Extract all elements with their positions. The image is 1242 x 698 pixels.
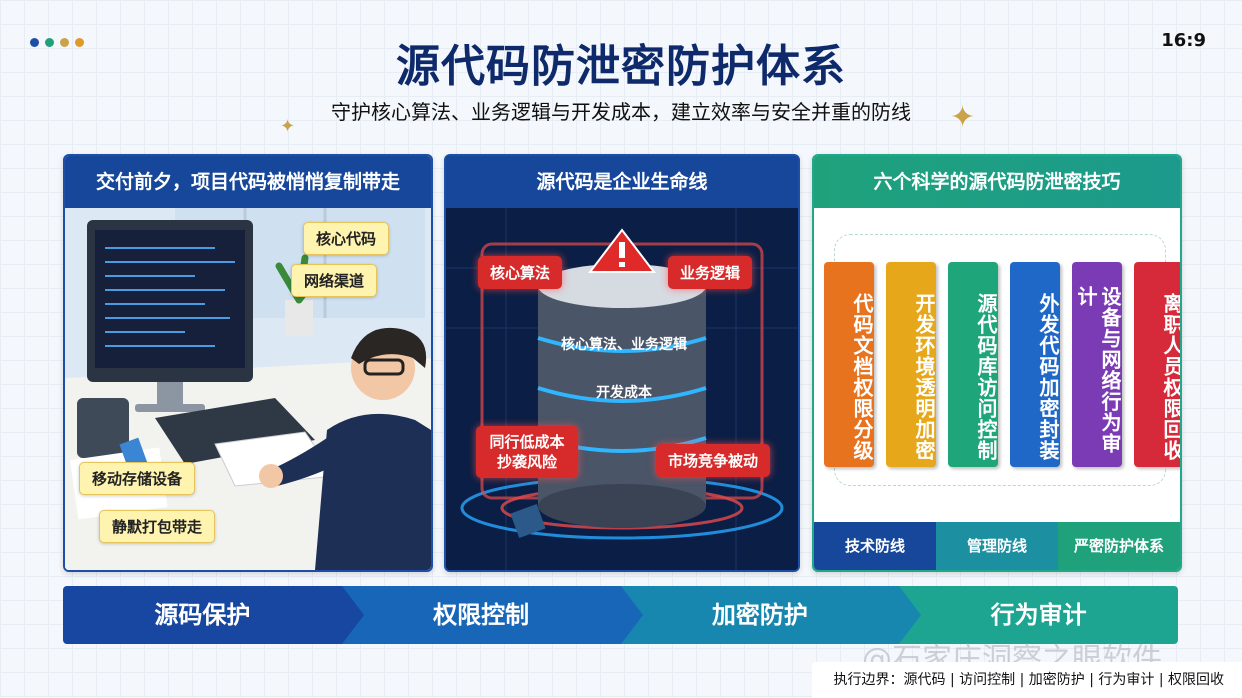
step-source-protection: 源码保护 (63, 586, 364, 644)
chevron-right-icon (899, 586, 922, 644)
tip-card-4: 外发代码加密封装 (1010, 262, 1060, 467)
office-scene-illustration: 核心代码 网络渠道 移动存储设备 静默打包带走 (65, 208, 431, 570)
defense-bar: 技术防线 管理防线 严密防护体系 (814, 522, 1180, 570)
step-label: 源码保护 (154, 601, 251, 629)
tag-core-algorithm: 核心算法 (478, 256, 563, 289)
tag-network-channel: 网络渠道 (291, 264, 378, 297)
dot-3 (60, 38, 69, 47)
dot-2 (45, 38, 54, 47)
panel-lifeline: 源代码是企业生命线 核心算法 业务逻辑 核心算法、业务逻辑 开发成本 同行低成本… (444, 154, 800, 572)
sparkle-icon: ✦ (280, 116, 296, 137)
step-permission-control: 权限控制 (341, 586, 643, 644)
panel-title: 源代码是企业生命线 (446, 156, 798, 208)
defense-management: 管理防线 (936, 522, 1058, 570)
page-title: 源代码防泄密防护体系 (396, 41, 846, 92)
tip-card-3: 源代码库访问控制 (948, 262, 998, 467)
tag-silent-package: 静默打包带走 (99, 510, 216, 543)
dot-4 (75, 38, 84, 47)
panel-title: 交付前夕，项目代码被悄悄复制带走 (65, 156, 431, 208)
sparkle-icon: ✦ (950, 100, 976, 135)
step-encryption: 加密防护 (620, 586, 922, 644)
tag-copy-risk: 同行低成本抄袭风险 (476, 426, 578, 478)
panel-six-tips: 六个科学的源代码防泄密技巧 代码文档权限分级 开发环境透明加密 源代码库访问控制… (812, 154, 1182, 572)
defense-technical: 技术防线 (814, 522, 936, 570)
tag-removable-storage: 移动存储设备 (79, 462, 196, 495)
step-label: 权限控制 (433, 601, 530, 629)
footer-boundary: 执行边界：源代码 | 访问控制 | 加密防护 | 行为审计 | 权限回收 (812, 662, 1242, 698)
defense-system: 严密防护体系 (1058, 522, 1180, 570)
aspect-ratio-label: 16:9 (1161, 30, 1206, 51)
tip-card-5: 设备与网络行为审计 (1072, 262, 1122, 467)
tip-card-1: 代码文档权限分级 (824, 262, 874, 467)
step-behavior-audit: 行为审计 (899, 586, 1178, 644)
label-dev-cost: 开发成本 (596, 385, 652, 401)
label-core-logic: 核心算法、业务逻辑 (561, 337, 687, 353)
tag-business-logic: 业务逻辑 (668, 256, 753, 289)
dot-1 (30, 38, 39, 47)
step-label: 行为审计 (990, 601, 1087, 629)
panel-title: 六个科学的源代码防泄密技巧 (814, 156, 1180, 208)
page-subtitle: 守护核心算法、业务逻辑与开发成本，建立效率与安全并重的防线 (331, 100, 911, 124)
chevron-right-icon (341, 586, 364, 644)
step-label: 加密防护 (711, 601, 808, 629)
process-steps: 源码保护 权限控制 加密防护 行为审计 (63, 586, 1178, 644)
panel-leak-scenario: 交付前夕，项目代码被悄悄复制带走 (63, 154, 433, 572)
decorative-dots (30, 38, 84, 47)
tag-core-code: 核心代码 (303, 222, 390, 255)
tag-market-passive: 市场竞争被动 (656, 444, 771, 477)
tip-card-6: 离职人员权限回收 (1134, 262, 1180, 467)
chevron-right-icon (620, 586, 643, 644)
tips-cards-area: 代码文档权限分级 开发环境透明加密 源代码库访问控制 外发代码加密封装 设备与网… (820, 212, 1180, 512)
tip-card-2: 开发环境透明加密 (886, 262, 936, 467)
